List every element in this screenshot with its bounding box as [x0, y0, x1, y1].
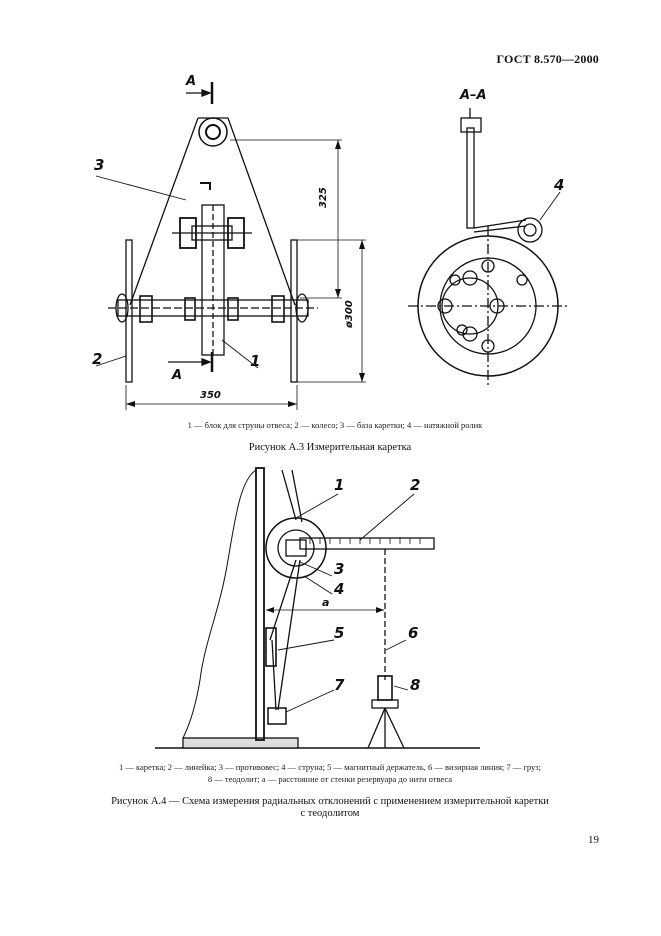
dimension-350: 350 [200, 390, 221, 401]
distance-a-label: a [322, 596, 330, 609]
section-marker-top: А [186, 74, 197, 89]
callout-3: 3 [94, 156, 105, 174]
page-number: 19 [588, 834, 599, 846]
a4-callout-8: 8 [410, 676, 421, 694]
figure-a4-caption-line1: Рисунок А.4 — Схема измерения радиальных… [111, 796, 549, 807]
section-marker-bottom: А [172, 368, 183, 383]
figure-a3-caption: Рисунок А.3 Измерительная каретка [248, 442, 412, 453]
figure-a4-caption-line2: с теодолитом [300, 808, 360, 819]
a4-callout-5: 5 [334, 624, 345, 642]
a4-callout-2: 2 [410, 476, 421, 494]
section-view-title: А–А [460, 88, 487, 103]
a4-callout-4: 4 [334, 580, 345, 598]
figure-a4-legend-line1: 1 — каретка; 2 — линейка; 3 — противовес… [119, 762, 541, 772]
a4-callout-7: 7 [334, 676, 345, 694]
document-id: ГОСТ 8.570—2000 [496, 52, 599, 66]
a4-callout-6: 6 [408, 624, 419, 642]
callout-2: 2 [92, 350, 103, 368]
a4-callout-3: 3 [334, 560, 345, 578]
a4-callout-1: 1 [334, 476, 345, 494]
figure-a3-legend: 1 — блок для струны отвеса; 2 — колесо; … [187, 420, 483, 430]
figure-a4-legend-line2: 8 — теодолит; a — расстояние от стенки р… [207, 774, 453, 784]
callout-4: 4 [554, 176, 565, 194]
callout-1: 1 [250, 352, 261, 370]
